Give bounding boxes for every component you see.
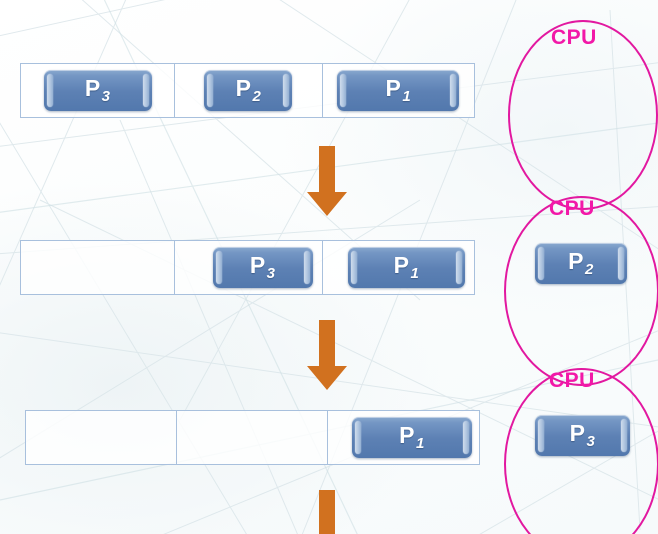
cpu-label-stage-1: CPU [551,26,597,49]
ready-queue-stage-2: P3 P1 [20,240,475,295]
process-label: P2 [568,247,594,279]
cpu-process-block-p2[interactable]: P2 [535,243,627,284]
arrow-stage1-to-stage2 [307,146,347,216]
process-block-p3[interactable]: P3 [43,70,152,111]
queue-cell-1[interactable]: P3 [21,64,176,117]
arrow-stage3-to-next [319,490,335,534]
process-block-p1[interactable]: P1 [352,417,472,458]
process-label: P1 [393,251,420,283]
cpu-circle-stage-2[interactable] [504,196,658,386]
process-label: P2 [235,74,262,106]
process-label: P1 [385,74,412,106]
process-label: P3 [84,74,111,106]
process-block-p1[interactable]: P1 [347,247,465,288]
process-block-p1[interactable]: P1 [337,70,460,111]
process-label: P1 [399,421,425,453]
queue-cell-1[interactable] [21,241,176,294]
cpu-label-stage-2: CPU [549,197,595,220]
queue-cell-2[interactable] [177,411,328,464]
process-block-p2[interactable]: P2 [204,70,293,111]
ready-queue-stage-3: P1 [25,410,480,465]
cpu-label-stage-3: CPU [549,369,595,392]
cpu-process-block-p3[interactable]: P3 [535,415,630,456]
queue-cell-2[interactable]: P2 [175,64,323,117]
ready-queue-stage-1: P3 P2 P1 [20,63,475,118]
process-label: P3 [249,251,276,283]
queue-cell-1[interactable] [26,411,178,464]
process-block-p3[interactable]: P3 [212,247,313,288]
queue-cell-2[interactable]: P3 [175,241,323,294]
process-label: P3 [569,419,596,451]
queue-cell-3[interactable]: P1 [323,64,474,117]
arrow-stage2-to-stage3 [307,320,347,390]
queue-cell-3[interactable]: P1 [328,411,479,464]
queue-cell-3[interactable]: P1 [323,241,474,294]
